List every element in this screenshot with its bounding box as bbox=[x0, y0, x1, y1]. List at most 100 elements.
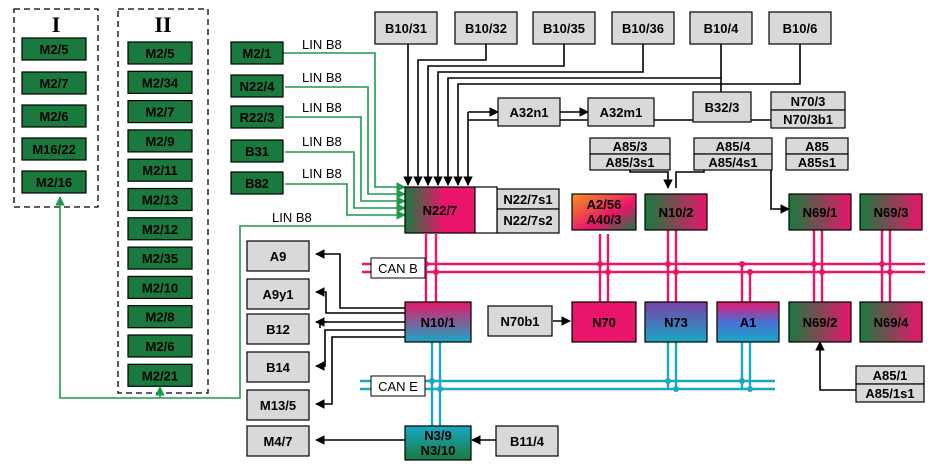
lin-node-4-label: B82 bbox=[245, 176, 269, 191]
group-2-frame bbox=[117, 8, 209, 394]
a85-1s1-label: A85/1s1 bbox=[865, 386, 914, 401]
b11-4-label: B11/4 bbox=[510, 434, 545, 449]
group-1-frame bbox=[13, 8, 99, 208]
a85-label: A85 bbox=[805, 139, 829, 154]
b14-label: B14 bbox=[266, 360, 291, 375]
n69-4-label: N69/4 bbox=[874, 315, 909, 330]
a85-4-label: A85/4 bbox=[716, 139, 751, 154]
n3-9-label: N3/9 bbox=[424, 428, 451, 443]
group1-item-2-box bbox=[21, 104, 87, 128]
n69-3-label: N69/3 bbox=[874, 205, 909, 220]
group2-item-7-box bbox=[127, 246, 193, 270]
top-sensor-0-box bbox=[374, 11, 438, 45]
group2-item-0-box bbox=[127, 41, 193, 65]
m13-5-label: M13/5 bbox=[260, 398, 296, 413]
top-sensor-4-box bbox=[689, 11, 753, 45]
group2-item-9-label: M2/8 bbox=[146, 310, 175, 325]
top-sensor-5-label: B10/6 bbox=[783, 21, 818, 36]
lin-node-2-box bbox=[230, 105, 284, 129]
lin-label-6: LIN B8 bbox=[272, 210, 312, 225]
n10-1-label: N10/1 bbox=[421, 315, 456, 330]
n69-2-label: N69/2 bbox=[803, 315, 838, 330]
group1-item-0-label: M2/5 bbox=[40, 42, 69, 57]
a85-3s1-label: A85/3s1 bbox=[605, 155, 654, 170]
group2-item-3-box bbox=[127, 129, 193, 153]
group1-item-0-box bbox=[21, 37, 87, 61]
lin-label-4: LIN B8 bbox=[302, 134, 342, 149]
top-sensor-3-label: B10/36 bbox=[622, 21, 664, 36]
n73-label: N73 bbox=[664, 315, 688, 330]
group2-item-9-box bbox=[127, 305, 193, 329]
n70-3-label: N70/3 bbox=[791, 94, 826, 109]
can-b-label: CAN B bbox=[378, 261, 418, 276]
group2-item-2-box bbox=[127, 99, 193, 124]
group-1-title: I bbox=[52, 12, 61, 37]
n22-7-label: N22/7 bbox=[423, 203, 458, 218]
lin-label-5: LIN B8 bbox=[302, 166, 342, 181]
lin-node-4-box bbox=[230, 171, 284, 195]
group2-item-4-label: M2/11 bbox=[142, 163, 177, 178]
group2-item-1-label: M2/34 bbox=[142, 75, 179, 90]
lin-label-2: LIN B8 bbox=[302, 70, 342, 85]
lin-label-1: LIN B8 bbox=[302, 37, 342, 52]
group2-item-3-label: M2/9 bbox=[146, 134, 175, 149]
group2-item-2-label: M2/7 bbox=[146, 105, 175, 120]
b32-3-label: B32/3 bbox=[705, 100, 740, 115]
n22-7s2-label: N22/7s2 bbox=[503, 213, 552, 228]
n10-2-label: N10/2 bbox=[659, 205, 694, 220]
n69-1-label: N69/1 bbox=[803, 205, 838, 220]
top-sensor-0-label: B10/31 bbox=[385, 21, 427, 36]
group2-item-7-label: M2/35 bbox=[142, 251, 178, 266]
top-sensor-2-label: B10/35 bbox=[543, 21, 585, 36]
lin-node-3-box bbox=[230, 139, 284, 163]
lin-label-3: LIN B8 bbox=[302, 100, 342, 115]
top-sensor-3-box bbox=[611, 11, 675, 45]
a32m1-label: A32m1 bbox=[600, 105, 643, 120]
a2-56-label: A2/56 bbox=[587, 197, 622, 212]
n3-10-label: N3/10 bbox=[421, 443, 456, 458]
group2-item-10-label: M2/6 bbox=[146, 339, 175, 354]
group2-item-11-label: M2/21 bbox=[142, 368, 178, 383]
a9-label: A9 bbox=[270, 249, 287, 264]
a40-3-label: A40/3 bbox=[587, 212, 622, 227]
top-sensor-1-label: B10/32 bbox=[465, 21, 507, 36]
can-e-label: CAN E bbox=[378, 379, 418, 394]
group2-item-5-box bbox=[127, 187, 193, 212]
group1-item-1-label: M2/7 bbox=[40, 76, 69, 91]
b12-label: B12 bbox=[266, 322, 290, 337]
top-sensor-1-box bbox=[454, 11, 518, 45]
n70-3b1-label: N70/3b1 bbox=[783, 112, 833, 127]
a85-4s1-label: A85/4s1 bbox=[708, 155, 757, 170]
lin-node-3-label: B31 bbox=[245, 144, 269, 159]
group2-item-6-label: M2/12 bbox=[142, 222, 178, 237]
group1-item-3-box bbox=[21, 137, 87, 161]
group2-item-4-box bbox=[127, 158, 193, 182]
group2-item-1-box bbox=[127, 70, 193, 94]
group1-item-3-label: M16/22 bbox=[32, 142, 75, 157]
lin-node-2-label: R22/3 bbox=[240, 110, 275, 125]
a85-3-label: A85/3 bbox=[613, 139, 648, 154]
a85s1-label: A85s1 bbox=[798, 155, 836, 170]
top-sensor-2-box bbox=[532, 11, 596, 45]
a85-1-label: A85/1 bbox=[873, 368, 908, 383]
a9y1-label: A9y1 bbox=[262, 287, 293, 302]
group-2-title: II bbox=[154, 12, 171, 37]
group2-item-8-label: M2/10 bbox=[142, 280, 178, 295]
group2-item-5-label: M2/13 bbox=[142, 193, 178, 208]
group2-item-8-box bbox=[127, 275, 193, 299]
lin-node-1-box bbox=[230, 74, 284, 98]
lin-node-0-label: M2/1 bbox=[243, 46, 272, 61]
group2-item-0-label: M2/5 bbox=[146, 46, 175, 61]
group1-item-4-label: M2/16 bbox=[36, 175, 72, 190]
m4-7-label: M4/7 bbox=[264, 434, 293, 449]
n70-label: N70 bbox=[592, 315, 616, 330]
group1-item-4-box bbox=[21, 170, 87, 194]
group2-item-6-box bbox=[127, 217, 193, 241]
top-sensor-4-label: B10/4 bbox=[704, 21, 739, 36]
a32n1-label: A32n1 bbox=[509, 105, 548, 120]
lin-node-1-label: N22/4 bbox=[240, 79, 275, 94]
a1-label: A1 bbox=[740, 315, 757, 330]
group2-item-10-box bbox=[127, 334, 193, 358]
n22-7s1-label: N22/7s1 bbox=[503, 192, 552, 207]
